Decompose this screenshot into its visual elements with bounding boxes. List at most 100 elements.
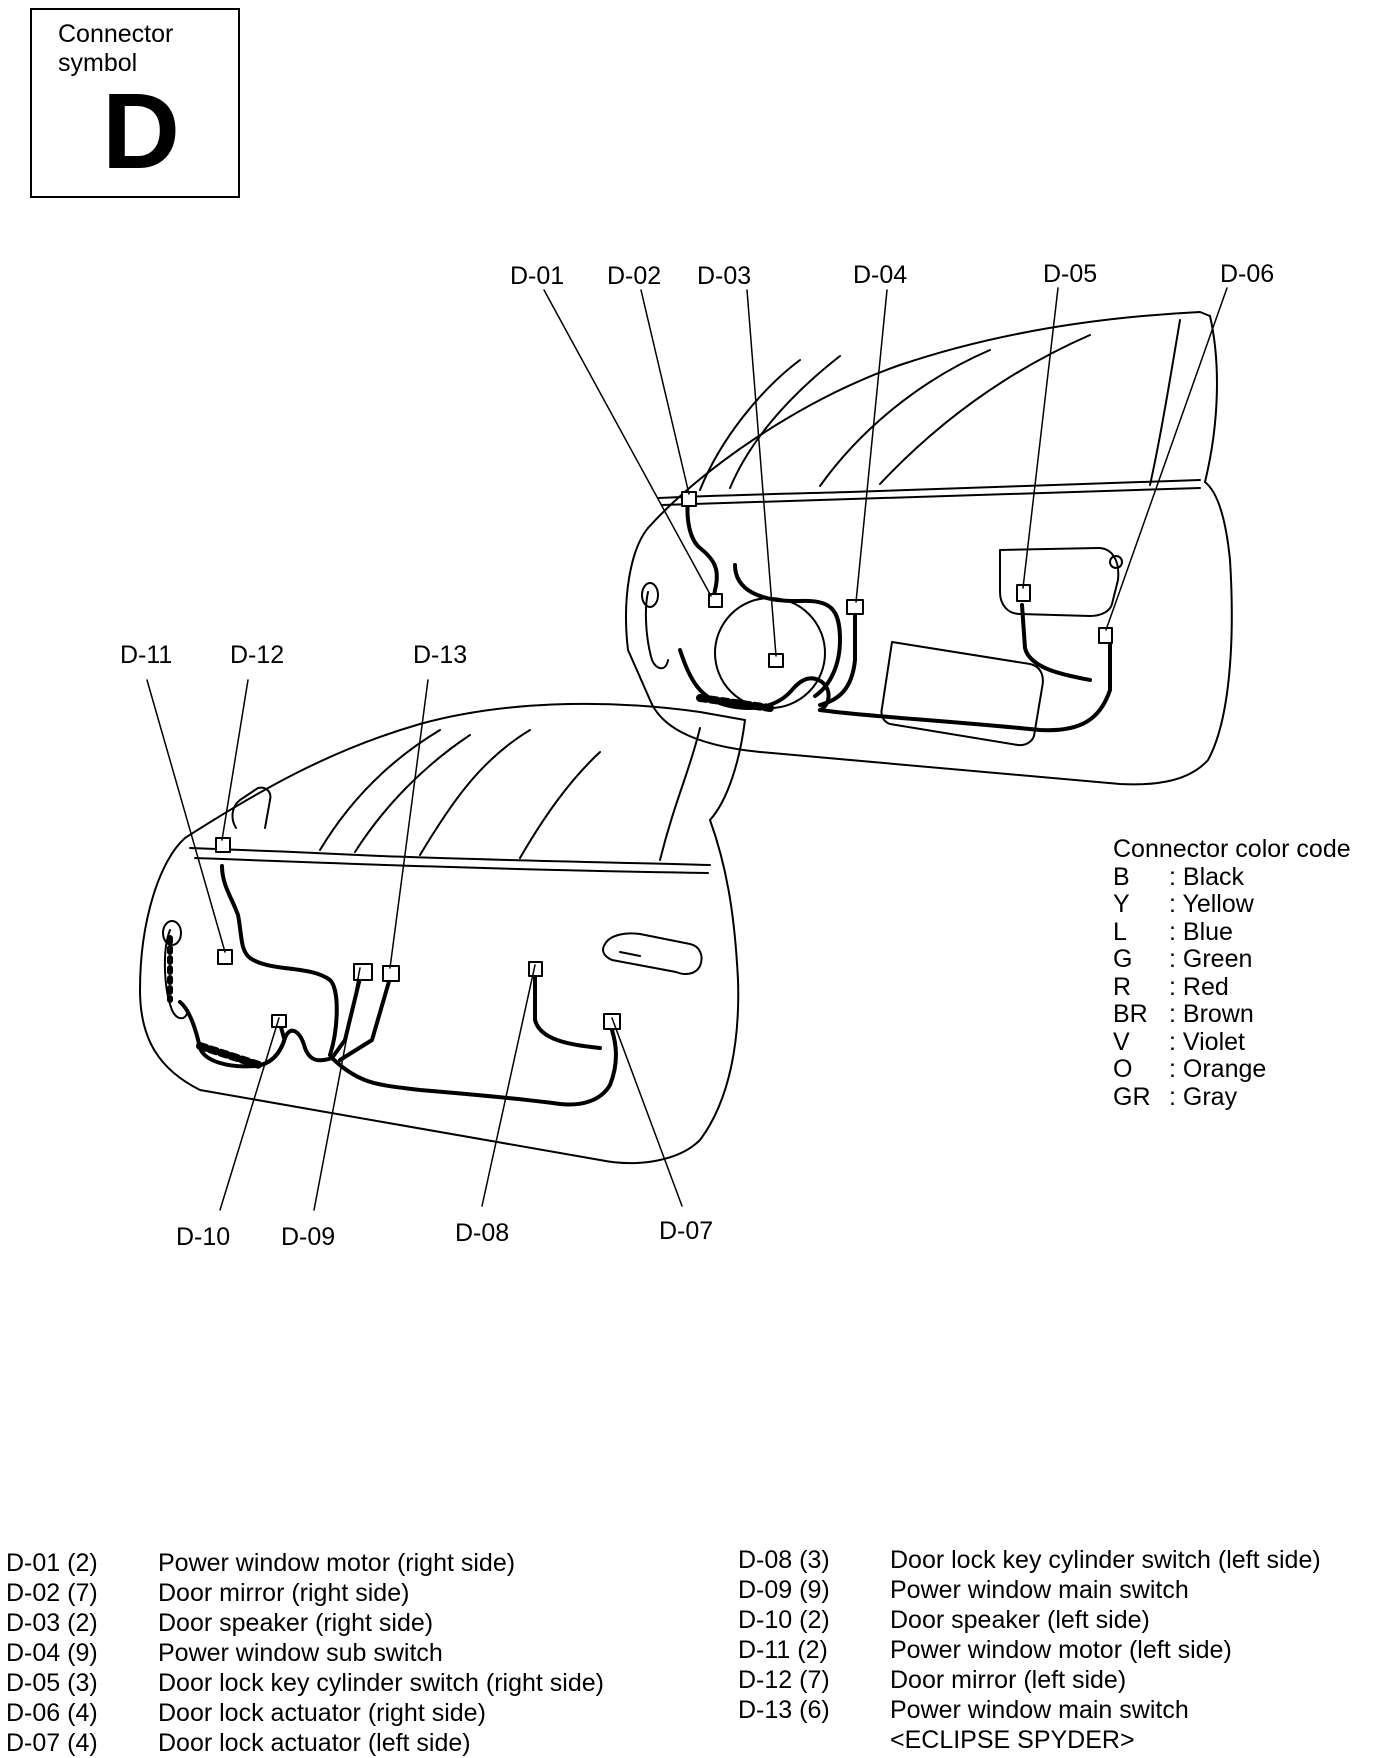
color-code-letter: Y: [1113, 890, 1130, 918]
right-door-harness: [678, 498, 1112, 733]
legend-row: D-08 (3) Door lock key cylinder switch (l…: [738, 1545, 1368, 1575]
color-code-letter: R: [1113, 972, 1132, 1001]
legend-row: D-04 (9) Power window sub switch: [6, 1638, 696, 1668]
color-code-row: BR: Brown: [1113, 1000, 1351, 1029]
connector-d01-block: [708, 593, 723, 608]
left-harness-grommet: [196, 1042, 266, 1070]
legend-row: D-03 (2)Door speaker (right side): [6, 1608, 696, 1638]
legend-row: D-06 (4)Door lock actuator (right side): [6, 1698, 696, 1728]
color-code-name: : Black: [1169, 862, 1245, 891]
right-door-outline: [625, 311, 1233, 786]
color-code-row: L: Blue: [1113, 917, 1351, 947]
connector-symbol-box: Connector symbol D: [30, 8, 240, 198]
legend-desc: Door lock key cylinder switch (left side…: [890, 1546, 1321, 1574]
color-code-row: Y : Yellow: [1113, 890, 1351, 919]
legend-id: D-08 (3): [738, 1546, 830, 1574]
connector-d04-block: [846, 599, 864, 615]
leader-d06: [1105, 287, 1228, 631]
legend-desc: Power window motor (left side): [890, 1636, 1232, 1664]
color-code-letter: BR: [1113, 1000, 1148, 1028]
color-code-letter: G: [1113, 945, 1133, 973]
left-door-outline: [139, 702, 746, 1165]
color-code-row: GR: Gray: [1113, 1082, 1351, 1112]
color-code-name: : Orange: [1169, 1055, 1267, 1083]
connector-d12-block: [215, 837, 231, 853]
right-harness-grommet: [696, 694, 774, 712]
label-d04: D-04: [853, 261, 907, 289]
legend-row: D-10 (2) Door speaker (left side): [738, 1605, 1368, 1635]
color-code-name: : Yellow: [1169, 890, 1254, 918]
color-code-letter: V: [1113, 1027, 1130, 1056]
legend-id: D-01 (2): [6, 1549, 98, 1577]
leader-d05: [1022, 287, 1059, 589]
color-code-title: Connector color code: [1113, 835, 1351, 863]
connector-color-code: Connector color code B: Black Y: Yellow …: [1113, 835, 1351, 1112]
legend-id: D-06 (4): [6, 1699, 98, 1727]
legend-id: D-03 (2): [6, 1609, 98, 1637]
connector-d08-block: [528, 961, 543, 977]
leader-d07: [611, 1017, 683, 1207]
leader-d01: [543, 289, 712, 597]
legend-id: D-04 (9): [6, 1639, 98, 1667]
legend-desc: Door lock actuator (left side): [158, 1729, 471, 1757]
label-d02: D-02: [607, 262, 661, 290]
leader-d13: [389, 679, 429, 969]
legend-id: D-10 (2): [738, 1606, 830, 1634]
color-code-letter: O: [1113, 1055, 1133, 1083]
label-d09: D-09: [281, 1223, 335, 1251]
label-d08: D-08: [455, 1219, 509, 1247]
legend-id: D-05 (3): [6, 1669, 98, 1697]
legend-desc: Power window main switch: [890, 1576, 1189, 1604]
legend-row: D-12 (7) Door mirror (left side): [738, 1665, 1368, 1695]
leader-d09: [313, 967, 361, 1211]
legend-desc: Power window sub switch: [158, 1639, 443, 1667]
leader-d08: [481, 964, 536, 1207]
legend-row: D-02 (7)Door mirror (right side): [6, 1578, 696, 1608]
legend-desc: Door mirror (right side): [158, 1579, 410, 1607]
legend-row: D-07 (4) Door lock actuator (left side): [6, 1728, 696, 1758]
color-code-letter: L: [1113, 917, 1127, 946]
label-d06: D-06: [1220, 260, 1274, 288]
label-d01: D-01: [510, 262, 564, 290]
color-code-row: R : Red: [1113, 972, 1351, 1002]
legend-desc: Door mirror (left side): [890, 1666, 1127, 1694]
legend-row: D-05 (3)Door lock key cylinder switch (r…: [6, 1668, 696, 1698]
label-d11: D-11: [120, 641, 172, 669]
label-d10: D-10: [176, 1223, 230, 1251]
leader-d11: [146, 679, 226, 953]
leader-d12: [221, 679, 249, 841]
left-door-connectors: [215, 837, 621, 1030]
label-d12: D-12: [230, 641, 284, 669]
color-code-name: : Red: [1169, 972, 1229, 1001]
legend-id: D-09 (9): [738, 1576, 830, 1604]
label-d03: D-03: [697, 262, 751, 290]
color-code-letter: B: [1113, 862, 1130, 891]
connector-labels: D-01 D-02 D-03 D-04 D-05 D-06 D-11 D-12 …: [120, 260, 1274, 1251]
left-door-harness: [178, 864, 618, 1107]
leader-lines: [146, 287, 1228, 1211]
leader-d04: [855, 289, 888, 603]
legend-id: D-07 (4): [6, 1729, 98, 1757]
label-d07: D-07: [659, 1217, 713, 1245]
legend-id: D-13 (6): [738, 1696, 830, 1724]
color-code-row: V: Violet: [1113, 1027, 1351, 1057]
legend-row: D-11 (2) Power window motor (left side): [738, 1635, 1368, 1665]
legend-row: D-09 (9) Power window main switch: [738, 1575, 1368, 1605]
legend-desc: Door speaker (left side): [890, 1606, 1150, 1634]
right-door-connectors: [681, 491, 1113, 668]
color-code-name: : Gray: [1169, 1082, 1238, 1111]
color-code-row: O : Orange: [1113, 1055, 1351, 1084]
connector-legend-left: D-01 (2)Power window motor (right side) …: [6, 1548, 696, 1758]
connector-d10-block: [271, 1014, 287, 1028]
connector-d07-block: [603, 1013, 621, 1030]
legend-id: D-12 (7): [738, 1666, 830, 1694]
label-d13: D-13: [413, 641, 467, 669]
color-code-row: B : Black: [1113, 862, 1351, 892]
connector-symbol-letter: D: [102, 70, 180, 191]
connector-legend-right: D-08 (3) Door lock key cylinder switch (l…: [738, 1545, 1368, 1755]
leader-d03: [746, 289, 777, 657]
leader-d10: [219, 1017, 280, 1211]
connector-d09-block: [353, 963, 373, 981]
legend-id: D-11 (2): [738, 1636, 828, 1664]
